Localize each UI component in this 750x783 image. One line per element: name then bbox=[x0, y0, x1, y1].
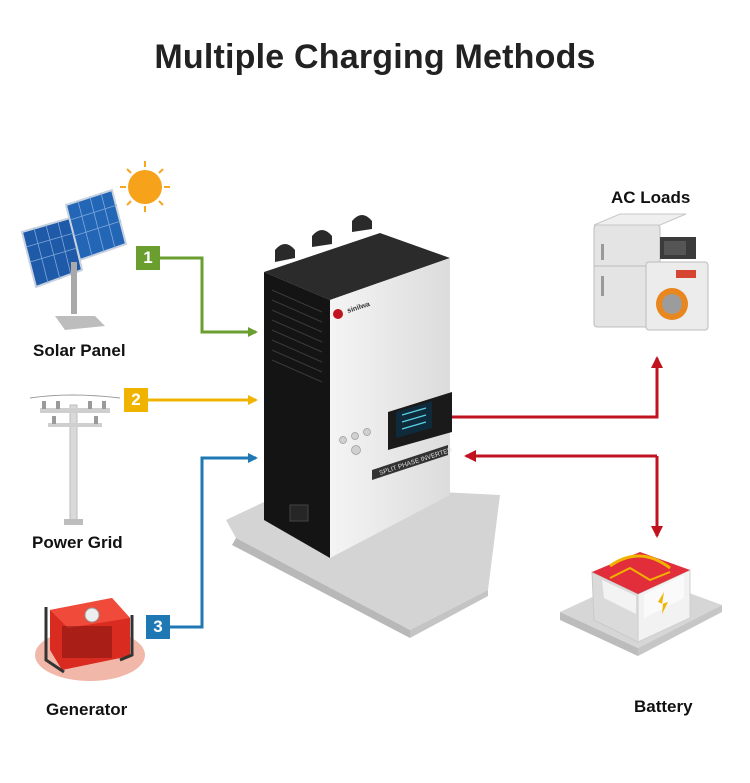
solar-number-badge: 1 bbox=[136, 246, 160, 270]
generator-number-badge: 3 bbox=[146, 615, 170, 639]
solar-panel-label: Solar Panel bbox=[33, 341, 126, 360]
ac-loads-label: AC Loads bbox=[611, 188, 691, 207]
power-grid-pole-icon bbox=[29, 394, 121, 525]
inverter-unit: sinilwa SPLIT PHASE INVERTER bbox=[226, 215, 500, 638]
battery-icon bbox=[560, 552, 722, 656]
grid-number-badge: 2 bbox=[124, 388, 148, 412]
power-grid-label: Power Grid bbox=[32, 533, 123, 552]
generator-icon bbox=[35, 598, 145, 681]
page-title: Multiple Charging Methods bbox=[154, 38, 596, 76]
battery-label: Battery bbox=[634, 697, 693, 716]
generator-label: Generator bbox=[46, 700, 128, 719]
solar-panel-icon bbox=[20, 188, 128, 330]
ac-loads-icon bbox=[593, 213, 709, 331]
solar-input-arrow bbox=[160, 256, 258, 337]
sun-icon bbox=[120, 161, 170, 212]
generator-input-arrow bbox=[170, 453, 258, 629]
ac-loads-output-arrow bbox=[452, 356, 663, 419]
